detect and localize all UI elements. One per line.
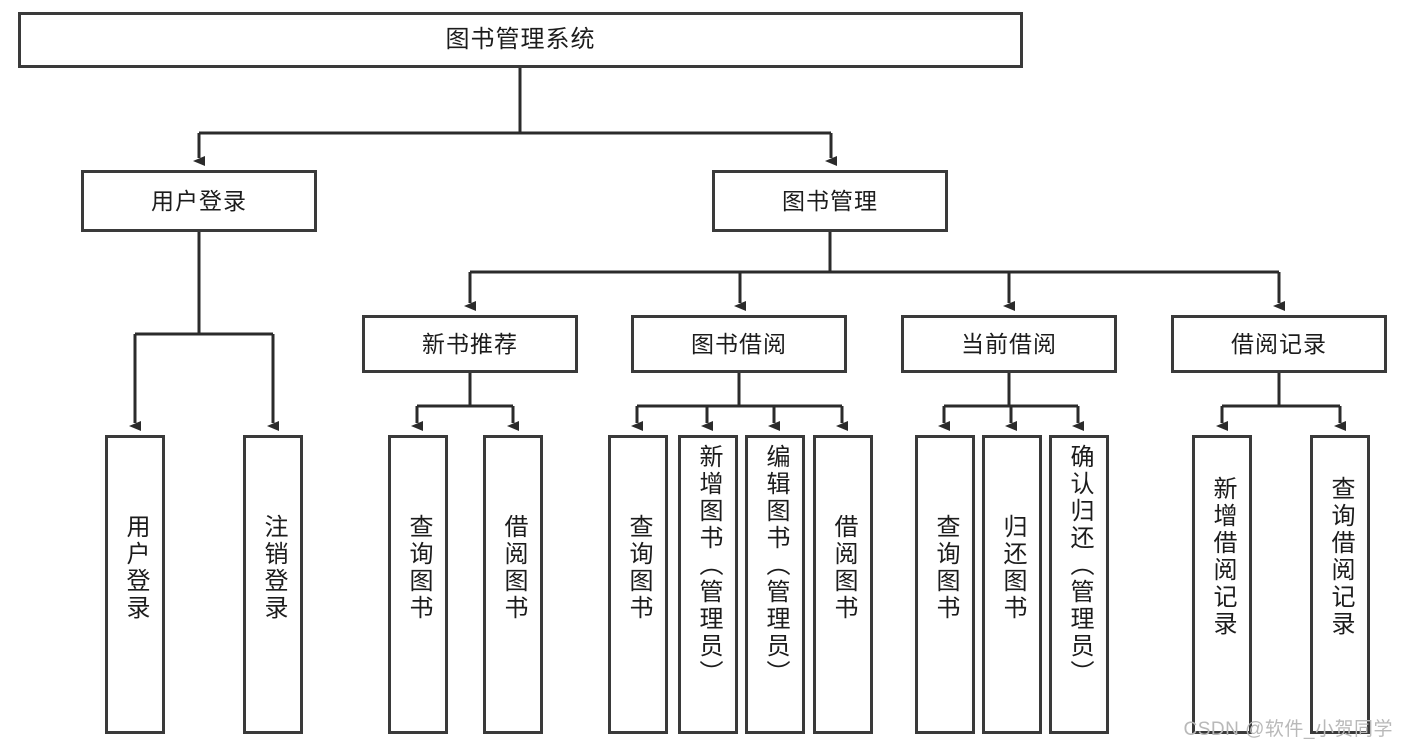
leaf-borrow-edit-book-admin[interactable]: 编辑图书（管理员） [745, 435, 805, 734]
node-label: 注销登录 [260, 514, 287, 622]
leaf-user-login-logout[interactable]: 注销登录 [243, 435, 303, 734]
node-label: 图书管理 [782, 187, 878, 214]
leaf-current-confirm-return-admin[interactable]: 确认归还（管理员） [1049, 435, 1109, 734]
node-label: 图书管理系统 [445, 26, 596, 54]
node-borrow-record[interactable]: 借阅记录 [1171, 315, 1387, 373]
leaf-new-book-borrow[interactable]: 借阅图书 [483, 435, 543, 734]
node-label: 用户登录 [122, 514, 149, 622]
node-label: 新增图书（管理员） [695, 444, 722, 687]
node-label: 查询图书 [932, 514, 959, 622]
node-current-borrow[interactable]: 当前借阅 [901, 315, 1117, 373]
node-label: 当前借阅 [961, 330, 1057, 357]
node-root[interactable]: 图书管理系统 [18, 12, 1023, 68]
node-label: 用户登录 [151, 187, 247, 214]
node-label: 新书推荐 [422, 330, 518, 357]
leaf-current-query-book[interactable]: 查询图书 [915, 435, 975, 734]
node-label: 确认归还（管理员） [1066, 444, 1093, 687]
node-label: 查询借阅记录 [1327, 476, 1354, 638]
node-book-borrow[interactable]: 图书借阅 [631, 315, 847, 373]
leaf-user-login-login[interactable]: 用户登录 [105, 435, 165, 734]
watermark: CSDN @软件_小贺同学 [1183, 719, 1393, 740]
node-label: 图书借阅 [691, 330, 787, 357]
node-user-login[interactable]: 用户登录 [81, 170, 317, 232]
node-label: 借阅记录 [1231, 330, 1327, 357]
node-label: 查询图书 [625, 514, 652, 622]
leaf-borrow-query-book[interactable]: 查询图书 [608, 435, 668, 734]
node-label: 借阅图书 [830, 514, 857, 622]
leaf-new-book-query[interactable]: 查询图书 [388, 435, 448, 734]
leaf-borrow-add-book-admin[interactable]: 新增图书（管理员） [678, 435, 738, 734]
node-label: 编辑图书（管理员） [762, 444, 789, 687]
node-book-management[interactable]: 图书管理 [712, 170, 948, 232]
node-label: 借阅图书 [500, 514, 527, 622]
leaf-current-return-book[interactable]: 归还图书 [982, 435, 1042, 734]
node-label: 新增借阅记录 [1209, 476, 1236, 638]
leaf-borrow-borrow-book[interactable]: 借阅图书 [813, 435, 873, 734]
node-label: 查询图书 [405, 514, 432, 622]
node-label: 归还图书 [999, 514, 1026, 622]
leaf-record-query[interactable]: 查询借阅记录 [1310, 435, 1370, 734]
node-new-book-recommend[interactable]: 新书推荐 [362, 315, 578, 373]
leaf-record-add[interactable]: 新增借阅记录 [1192, 435, 1252, 734]
